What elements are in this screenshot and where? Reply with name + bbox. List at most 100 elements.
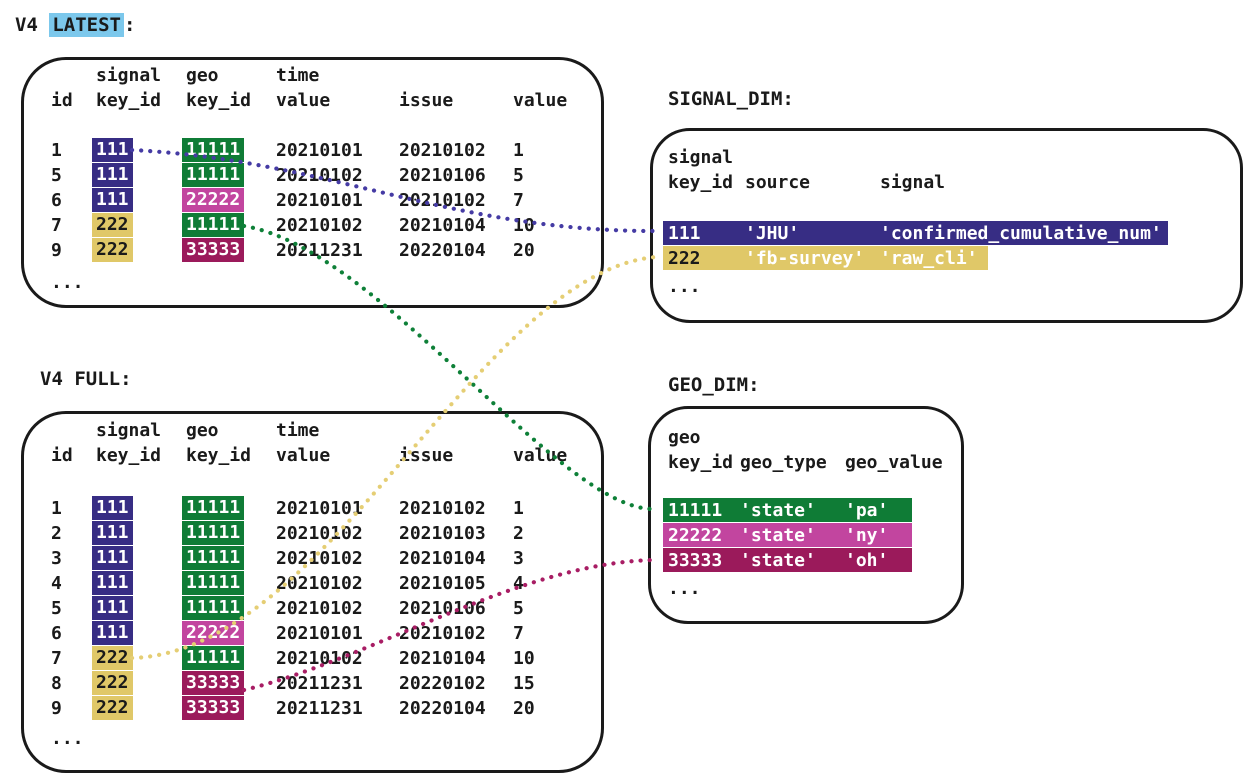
cell-id: 3	[51, 548, 62, 569]
column-header-geo-type: geo_type	[740, 452, 827, 473]
v4-full-title: V4 FULL:	[40, 368, 132, 390]
cell-geo-type: 'state'	[740, 550, 816, 571]
cell-signal: 'raw_cli'	[880, 248, 978, 269]
cell-id: 9	[51, 240, 62, 261]
row-highlight-bar	[663, 548, 912, 572]
column-header-signal-key-id: key_id	[96, 445, 162, 466]
column-header-geo: geo	[186, 65, 219, 86]
cell-time-value: 20210101	[276, 498, 363, 519]
cell-issue: 20210105	[399, 573, 486, 594]
cell-signal-key-id: 111	[92, 496, 133, 520]
cell-signal-key-id: 222	[92, 238, 133, 262]
cell-id: 5	[51, 598, 62, 619]
cell-time-value: 20210102	[276, 598, 363, 619]
cell-time-value: 20210102	[276, 548, 363, 569]
cell-id: 7	[51, 648, 62, 669]
ellipsis-row: ...	[668, 578, 701, 599]
column-header-geo-key-id: key_id	[186, 90, 252, 111]
cell-issue: 20220104	[399, 698, 486, 719]
cell-time-value: 20210101	[276, 190, 363, 211]
cell-id: 5	[51, 165, 62, 186]
cell-time-value: 20210102	[276, 573, 363, 594]
cell-issue: 20210102	[399, 190, 486, 211]
v4-latest-title-prefix: V4	[15, 14, 50, 36]
row-highlight-bar	[663, 498, 912, 522]
cell-value: 7	[513, 190, 524, 211]
cell-value: 20	[513, 698, 535, 719]
v4-latest-title-suffix: :	[123, 14, 136, 36]
cell-geo-key-id: 11111	[182, 496, 245, 520]
cell-signal-key-id: 111	[92, 596, 133, 620]
column-header-geo: geo	[186, 420, 219, 441]
cell-id: 1	[51, 140, 62, 161]
v4-latest-title: V4 LATEST:	[15, 13, 135, 38]
cell-value: 2	[513, 523, 524, 544]
geo-dim-title: GEO_DIM:	[668, 374, 760, 396]
cell-id: 6	[51, 190, 62, 211]
cell-signal-key-id: 111	[92, 571, 133, 595]
cell-signal: 'confirmed_cumulative_num'	[880, 223, 1162, 244]
cell-geo-type: 'state'	[740, 525, 816, 546]
cell-signal-key-id: 222	[92, 213, 133, 237]
cell-signal-key-id: 111	[92, 188, 133, 212]
cell-geo-key-id: 33333	[182, 696, 245, 720]
cell-signal-key-id: 111	[92, 138, 133, 162]
column-header-value: value	[513, 445, 568, 466]
cell-signal-key-id: 222	[92, 646, 133, 670]
cell-geo-key-id: 11111	[182, 546, 245, 570]
cell-time-value: 20210101	[276, 623, 363, 644]
cell-value: 10	[513, 648, 535, 669]
cell-issue: 20210104	[399, 648, 486, 669]
column-header-time: time	[276, 420, 320, 441]
cell-issue: 20210102	[399, 140, 486, 161]
cell-signal-key-id: 111	[92, 546, 133, 570]
cell-signal-key-id: 222	[92, 671, 133, 695]
cell-value: 5	[513, 598, 524, 619]
cell-time-value: 20210101	[276, 140, 363, 161]
column-header-source: source	[745, 172, 811, 193]
column-header-signal: signal	[96, 65, 162, 86]
cell-signal-key-id: 111	[92, 521, 133, 545]
column-header-id: id	[51, 445, 73, 466]
cell-signal-key-id: 111	[92, 621, 133, 645]
cell-issue: 20210106	[399, 165, 486, 186]
cell-id: 9	[51, 698, 62, 719]
cell-geo-key-id: 22222	[182, 621, 245, 645]
cell-geo-key-id: 22222	[668, 525, 723, 546]
cell-time-value: 20211231	[276, 698, 363, 719]
cell-time-value: 20211231	[276, 673, 363, 694]
cell-geo-key-id: 11111	[182, 163, 245, 187]
cell-signal-key-id: 111	[668, 223, 701, 244]
cell-id: 8	[51, 673, 62, 694]
column-header-issue: issue	[399, 90, 454, 111]
cell-signal-key-id: 222	[92, 696, 133, 720]
cell-issue: 20220102	[399, 673, 486, 694]
cell-signal-key-id: 222	[668, 248, 701, 269]
cell-geo-key-id: 33333	[182, 238, 245, 262]
cell-issue: 20210102	[399, 498, 486, 519]
ellipsis-row: ...	[51, 728, 84, 749]
cell-signal-key-id: 111	[92, 163, 133, 187]
cell-geo-value: 'pa'	[845, 500, 889, 521]
cell-geo-key-id: 11111	[182, 138, 245, 162]
column-header-signal: signal	[668, 147, 734, 168]
cell-source: 'JHU'	[745, 223, 800, 244]
cell-value: 5	[513, 165, 524, 186]
cell-id: 4	[51, 573, 62, 594]
cell-time-value: 20210102	[276, 165, 363, 186]
cell-geo-key-id: 11111	[668, 500, 723, 521]
cell-geo-key-id: 11111	[182, 596, 245, 620]
cell-value: 10	[513, 215, 535, 236]
cell-value: 15	[513, 673, 535, 694]
cell-value: 7	[513, 623, 524, 644]
cell-value: 3	[513, 548, 524, 569]
v4-latest-title-highlight: LATEST	[49, 13, 124, 37]
column-header-key-id: key_id	[668, 452, 734, 473]
signal-dim-title: SIGNAL_DIM:	[668, 88, 794, 110]
ellipsis-row: ...	[668, 276, 701, 297]
row-highlight-bar	[663, 246, 988, 270]
column-header-signal-key-id: key_id	[96, 90, 162, 111]
cell-id: 2	[51, 523, 62, 544]
cell-geo-value: 'ny'	[845, 525, 889, 546]
